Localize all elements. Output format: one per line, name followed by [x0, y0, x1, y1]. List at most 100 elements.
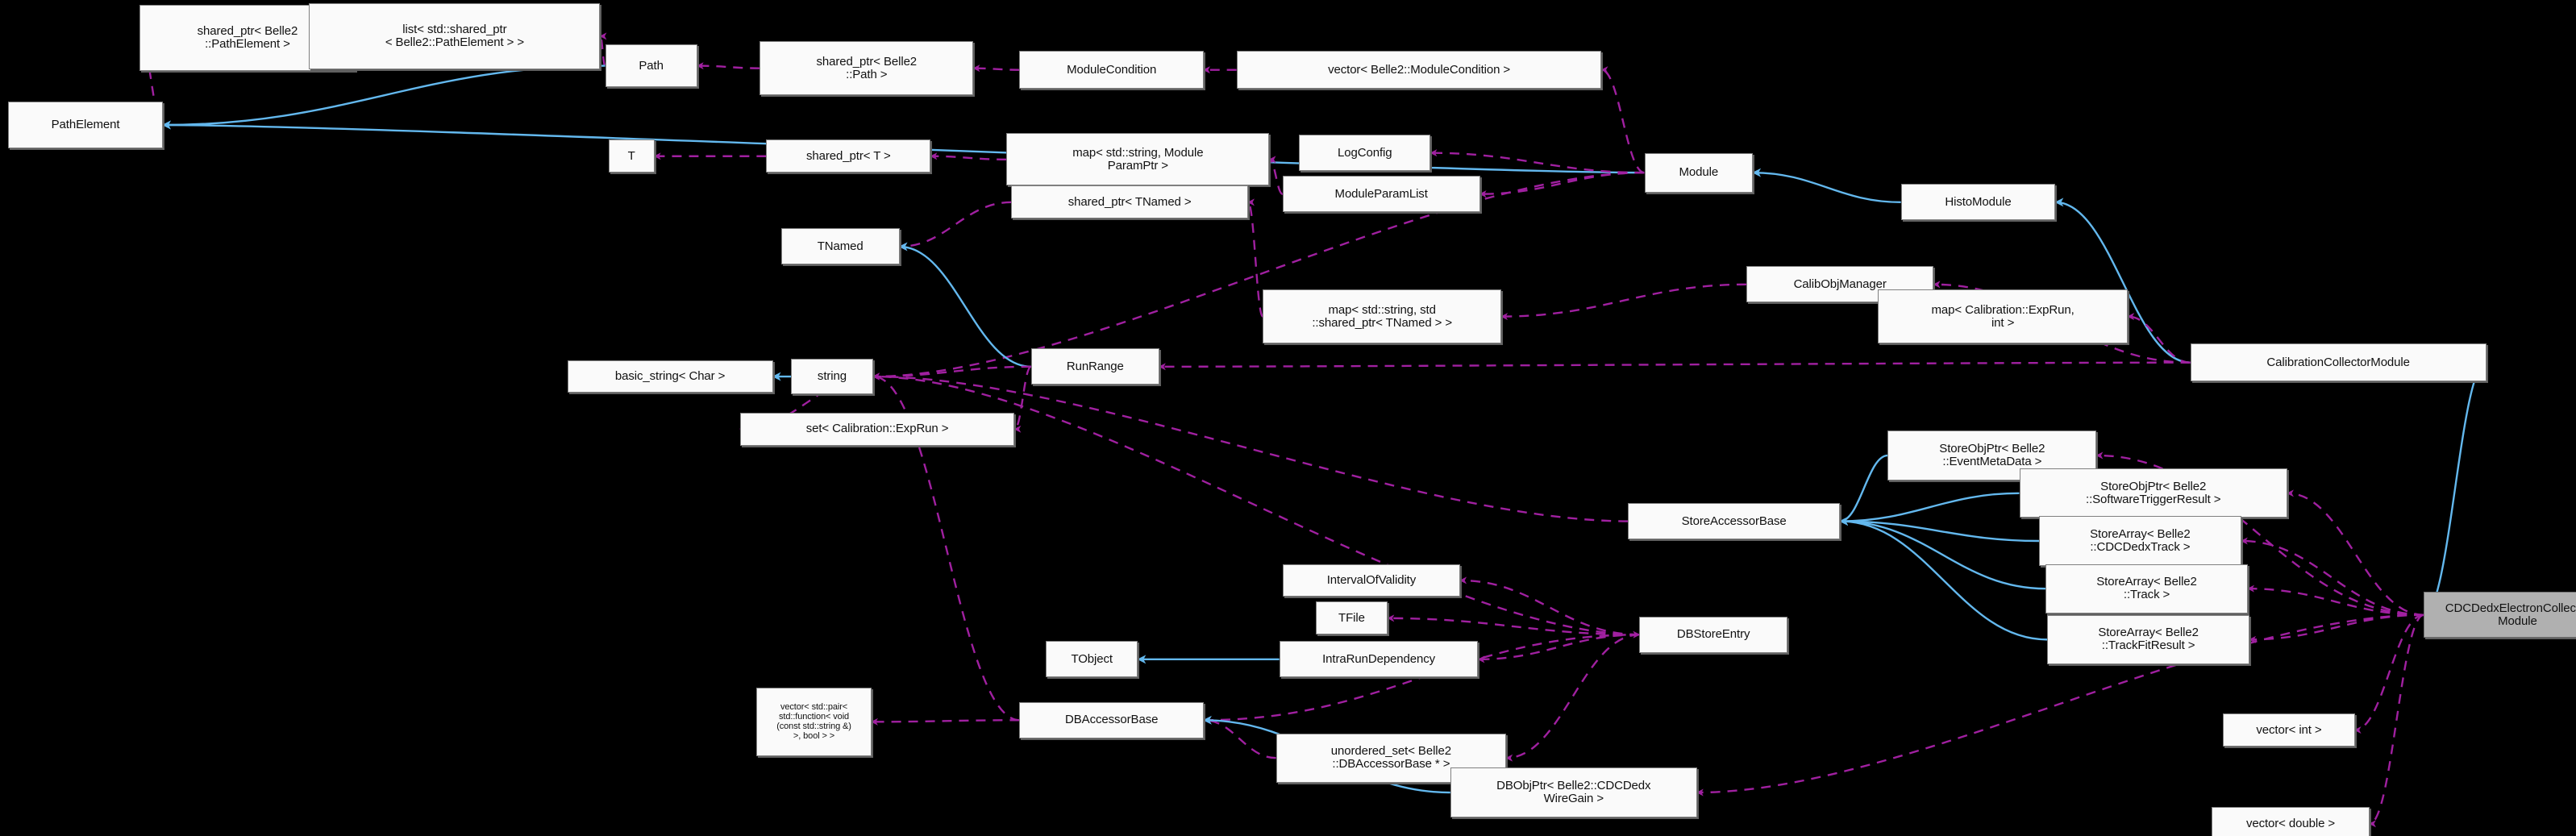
edge-store-objptr-swtrigger-to-store-accessor-base: [1839, 492, 2020, 526]
class-node-label: IntraRunDependency: [1322, 651, 1436, 666]
class-node-vector-module-condition[interactable]: vector< Belle2::ModuleCondition >: [1236, 51, 1602, 89]
edge-store-array-track-to-store-accessor-base: [1839, 517, 2046, 590]
class-node-label: shared_ptr< T >: [806, 148, 891, 163]
class-node-label: StoreArray< Belle2 ::TrackFitResult >: [2098, 626, 2199, 653]
class-node-label: StoreObjPtr< Belle2 ::SoftwareTriggerRes…: [2086, 479, 2221, 506]
edge-run-range-to-set-calibration-exprun: [1013, 365, 1032, 433]
edge-db-store-entry-to-intra-run-dependency: [1477, 634, 1640, 663]
class-node-vector-int[interactable]: vector< int >: [2223, 713, 2355, 747]
class-node-list-shared-ptr-pathelement[interactable]: list< std::shared_ptr < Belle2::PathElem…: [309, 3, 601, 69]
class-node-module-param-list[interactable]: ModuleParamList: [1282, 176, 1480, 213]
class-node-label: Path: [639, 58, 664, 73]
class-node-vector-double[interactable]: vector< double >: [2212, 807, 2370, 836]
class-node-interval-of-validity[interactable]: IntervalOfValidity: [1282, 564, 1461, 597]
class-node-module-condition[interactable]: ModuleCondition: [1019, 51, 1204, 89]
class-node-db-store-entry[interactable]: DBStoreEntry: [1639, 616, 1787, 653]
class-node-shared-ptr-tnamed[interactable]: shared_ptr< TNamed >: [1011, 185, 1248, 219]
class-node-path[interactable]: Path: [605, 44, 697, 88]
class-node-label: T: [627, 148, 635, 163]
edge-run-range-to-tnamed: [898, 242, 1031, 368]
edge-cdcdedx-electron-collector-to-store-objptr-swtrigger: [2286, 489, 2424, 616]
class-node-store-array-trackfitresult[interactable]: StoreArray< Belle2 ::TrackFitResult >: [2047, 614, 2250, 664]
class-node-label: unordered_set< Belle2 ::DBAccessorBase *…: [1330, 744, 1452, 772]
class-node-label: HistoModule: [1945, 194, 2012, 209]
class-node-basic-string-char[interactable]: basic_string< Char >: [567, 360, 773, 393]
class-node-label: vector< int >: [2256, 722, 2322, 737]
edge-store-array-trackfitresult-to-store-accessor-base: [1839, 517, 2048, 641]
class-node-label: TObject: [1071, 651, 1113, 666]
edge-unordered-set-dbaccessorbase-to-db-accessor-base: [1202, 716, 1276, 759]
edge-module-to-vector-module-condition: [1600, 66, 1645, 174]
edge-module-to-string: [872, 171, 1645, 381]
class-node-string[interactable]: string: [790, 358, 873, 395]
class-node-map-string-moduleparamptr[interactable]: map< std::string, Module ParamPtr >: [1006, 133, 1270, 186]
edge-shared-ptr-path-to-path: [696, 62, 760, 70]
class-node-shared-ptr-t[interactable]: shared_ptr< T >: [766, 139, 931, 173]
class-node-label: CDCDedxElectronCollector Module: [2445, 601, 2576, 628]
class-node-module[interactable]: Module: [1644, 152, 1754, 193]
class-node-vector-pair-function[interactable]: vector< std::pair< std::function< void (…: [756, 687, 872, 757]
class-node-label: shared_ptr< Belle2 ::Path >: [816, 54, 918, 81]
class-node-label: ModuleParamList: [1334, 186, 1428, 201]
class-node-label: map< Calibration::ExpRun, int >: [1931, 302, 2075, 330]
class-node-label: string: [817, 369, 847, 384]
class-node-db-accessor-base[interactable]: DBAccessorBase: [1019, 701, 1204, 738]
class-node-label: ModuleCondition: [1067, 62, 1157, 77]
class-node-log-config[interactable]: LogConfig: [1299, 135, 1431, 172]
class-node-dbobjptr-cdcdedxwiregain[interactable]: DBObjPtr< Belle2::CDCDedx WireGain >: [1450, 767, 1697, 817]
class-node-path-element[interactable]: PathElement: [8, 102, 163, 148]
class-node-map-exprun-int[interactable]: map< Calibration::ExpRun, int >: [1878, 289, 2129, 344]
class-node-calibration-collector-module[interactable]: CalibrationCollectorModule: [2190, 343, 2487, 382]
class-node-label: map< std::string, Module ParamPtr >: [1072, 145, 1204, 173]
class-node-tnamed[interactable]: TNamed: [780, 228, 900, 265]
class-node-t[interactable]: T: [608, 139, 655, 173]
edge-cdcdedx-electron-collector-to-vector-int: [2353, 613, 2424, 734]
class-node-set-calibration-exprun[interactable]: set< Calibration::ExpRun >: [739, 412, 1015, 446]
edge-store-accessor-base-to-string: [872, 372, 1629, 522]
edge-module-param-list-to-map-string-moduleparamptr: [1268, 156, 1284, 195]
edge-module-condition-to-shared-ptr-path: [972, 64, 1020, 73]
edge-store-objptr-eventmetadata-to-store-accessor-base: [1839, 454, 1888, 526]
class-node-label: RunRange: [1066, 359, 1124, 373]
class-node-label: shared_ptr< Belle2 ::PathElement >: [197, 23, 298, 51]
class-node-label: StoreAccessorBase: [1681, 514, 1787, 528]
class-node-label: StoreArray< Belle2 ::Track >: [2096, 575, 2197, 602]
class-node-label: IntervalOfValidity: [1326, 572, 1417, 587]
class-node-label: PathElement: [51, 117, 120, 131]
class-node-label: DBStoreEntry: [1676, 627, 1750, 642]
class-node-label: vector< std::pair< std::function< void (…: [776, 702, 851, 742]
class-node-tfile[interactable]: TFile: [1315, 601, 1388, 635]
class-node-run-range[interactable]: RunRange: [1030, 348, 1159, 385]
edge-cdcdedx-electron-collector-to-store-array-track: [2247, 584, 2424, 616]
class-node-shared-ptr-path[interactable]: shared_ptr< Belle2 ::Path >: [759, 40, 974, 96]
edge-cdcdedx-electron-collector-to-vector-double: [2368, 613, 2424, 828]
class-node-label: DBAccessorBase: [1065, 713, 1159, 727]
class-node-store-array-cdcdedxtrack[interactable]: StoreArray< Belle2 ::CDCDedxTrack >: [2038, 516, 2241, 566]
edge-calib-obj-manager-to-map-string-shared-tnamed: [1500, 283, 1746, 321]
class-node-label: basic_string< Char >: [614, 369, 726, 384]
class-node-label: shared_ptr< TNamed >: [1067, 194, 1192, 209]
class-node-label: Module: [1679, 165, 1719, 180]
class-node-histo-module[interactable]: HistoModule: [1900, 184, 2056, 221]
class-node-store-objptr-swtrigger[interactable]: StoreObjPtr< Belle2 ::SoftwareTriggerRes…: [2019, 468, 2287, 518]
edge-calibration-collector-module-to-run-range: [1158, 361, 2191, 371]
edge-db-store-entry-to-tfile: [1387, 614, 1640, 636]
class-node-label: set< Calibration::ExpRun >: [805, 422, 949, 436]
edge-db-store-entry-to-unordered-set-dbaccessorbase: [1505, 634, 1640, 762]
class-node-tobject[interactable]: TObject: [1046, 641, 1138, 678]
edge-map-string-shared-tnamed-to-shared-ptr-tnamed: [1246, 198, 1264, 318]
class-node-store-accessor-base[interactable]: StoreAccessorBase: [1628, 503, 1841, 539]
class-node-label: StoreObjPtr< Belle2 ::EventMetaData >: [1939, 441, 2045, 468]
class-node-intra-run-dependency[interactable]: IntraRunDependency: [1279, 641, 1479, 678]
edge-calibration-collector-module-to-map-exprun-int: [2127, 313, 2191, 364]
edge-store-array-cdcdedxtrack-to-store-accessor-base: [1839, 517, 2039, 543]
class-node-store-array-track[interactable]: StoreArray< Belle2 ::Track >: [2045, 564, 2248, 613]
edge-cdcdedx-electron-collector-to-store-array-cdcdedxtrack: [2240, 537, 2424, 616]
edge-map-string-moduleparamptr-to-shared-ptr-t: [930, 152, 1007, 161]
edge-module-to-log-config: [1429, 149, 1645, 174]
class-node-cdcdedx-electron-collector[interactable]: CDCDedxElectronCollector Module: [2424, 592, 2576, 638]
class-node-label: vector< double >: [2245, 816, 2336, 830]
edge-module-to-module-param-list: [1479, 171, 1645, 198]
class-node-map-string-shared-tnamed[interactable]: map< std::string, std ::shared_ptr< TNam…: [1263, 289, 1502, 344]
